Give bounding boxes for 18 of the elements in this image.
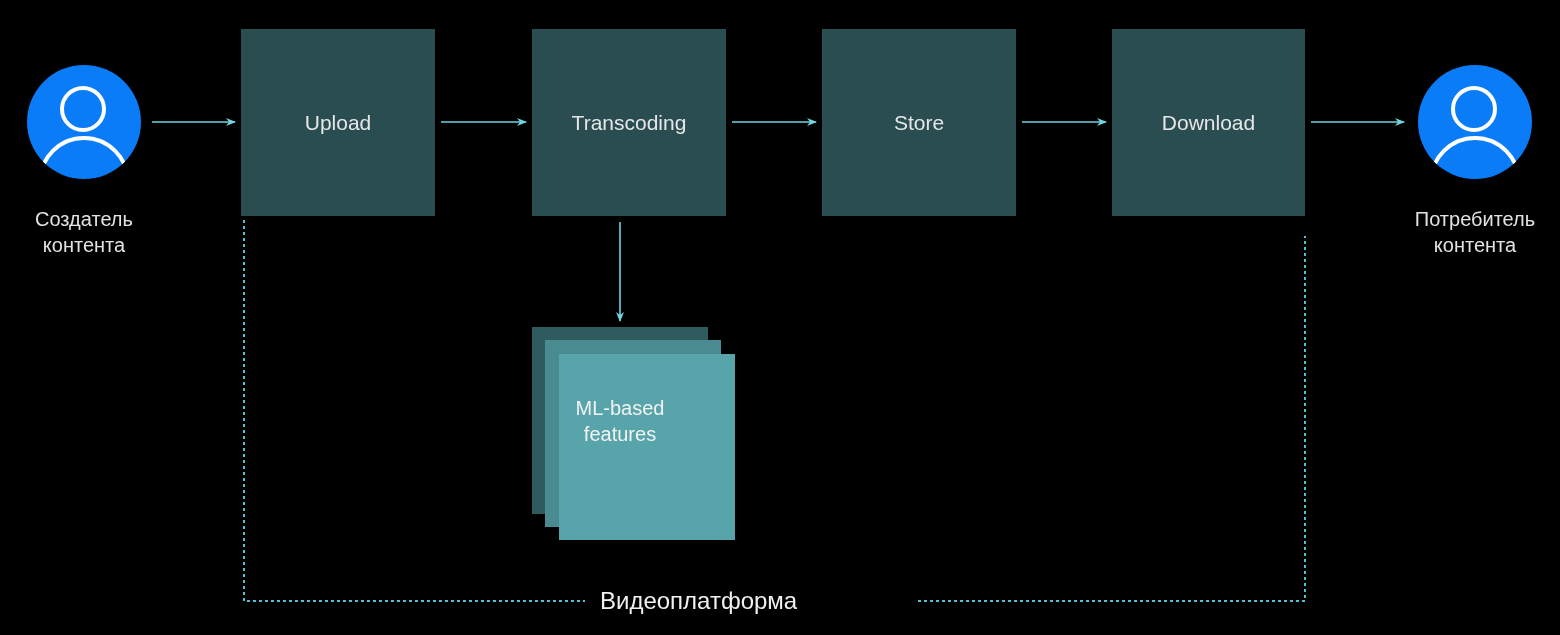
node-label: Upload bbox=[304, 109, 372, 136]
arrow bbox=[151, 118, 236, 126]
arrow bbox=[1310, 118, 1405, 126]
arrow bbox=[1021, 118, 1107, 126]
process-box bbox=[532, 29, 726, 216]
process-box bbox=[822, 29, 1016, 216]
arrow bbox=[440, 118, 527, 126]
arrow bbox=[731, 118, 817, 126]
node-label: Transcoding bbox=[571, 109, 687, 136]
node-label: ML-based features bbox=[574, 395, 666, 447]
process-box bbox=[1112, 29, 1305, 216]
group-label: Видеоплатформа bbox=[600, 586, 798, 616]
node-label: Создатель контента bbox=[34, 207, 134, 258]
node-label: Потребитель контента bbox=[1413, 207, 1537, 258]
arrow bbox=[616, 221, 624, 322]
process-box bbox=[241, 29, 435, 216]
node-label: Download bbox=[1161, 109, 1256, 136]
node-label: Store bbox=[893, 109, 945, 136]
